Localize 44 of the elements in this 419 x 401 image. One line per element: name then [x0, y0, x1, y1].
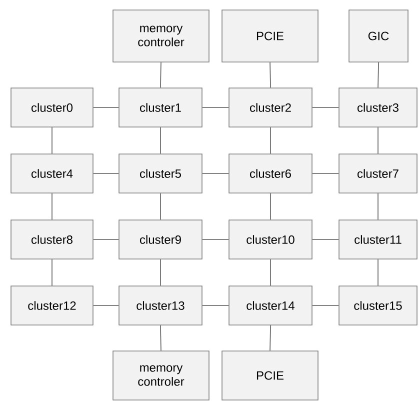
component-box: cluster3	[338, 88, 418, 128]
connector-line	[93, 107, 119, 108]
component-box: cluster2	[228, 88, 312, 128]
component-box: cluster15	[338, 286, 418, 326]
connector-line	[160, 325, 162, 351]
connector-line	[202, 305, 229, 306]
component-box: cluster1	[118, 88, 202, 128]
connector-line	[202, 107, 229, 108]
component-box: cluster11	[338, 220, 418, 260]
connector-line	[270, 127, 271, 154]
component-box: cluster12	[10, 286, 94, 326]
component-box: cluster6	[228, 154, 312, 194]
component-box: PCIE	[222, 10, 318, 62]
connector-line	[312, 173, 339, 174]
component-box: cluster7	[338, 154, 418, 194]
connector-line	[160, 259, 161, 286]
component-box: cluster9	[118, 220, 202, 260]
component-box: cluster0	[10, 88, 94, 128]
component-box: cluster10	[228, 220, 312, 260]
component-box: memory controler	[112, 350, 210, 400]
connector-line	[270, 62, 271, 88]
component-box: cluster13	[118, 286, 202, 326]
component-box: cluster5	[118, 154, 202, 194]
component-box: memory controler	[112, 10, 210, 62]
connector-line	[93, 239, 119, 240]
connector-line	[93, 305, 119, 306]
connector-line	[93, 173, 119, 174]
connector-line	[160, 127, 161, 154]
component-box: GIC	[348, 10, 408, 62]
connector-line	[160, 62, 162, 88]
connector-line	[270, 259, 271, 286]
connector-line	[270, 325, 271, 351]
connector-line	[312, 239, 339, 240]
connector-line	[378, 62, 379, 88]
connector-line	[270, 193, 271, 220]
connector-line	[202, 239, 229, 240]
component-box: cluster4	[10, 154, 94, 194]
component-box: cluster14	[228, 286, 312, 326]
connector-line	[202, 173, 229, 174]
connector-line	[160, 193, 161, 220]
component-box: cluster8	[10, 220, 94, 260]
component-box: PCIE	[222, 350, 318, 400]
connector-line	[312, 107, 339, 108]
connector-line	[312, 305, 339, 306]
